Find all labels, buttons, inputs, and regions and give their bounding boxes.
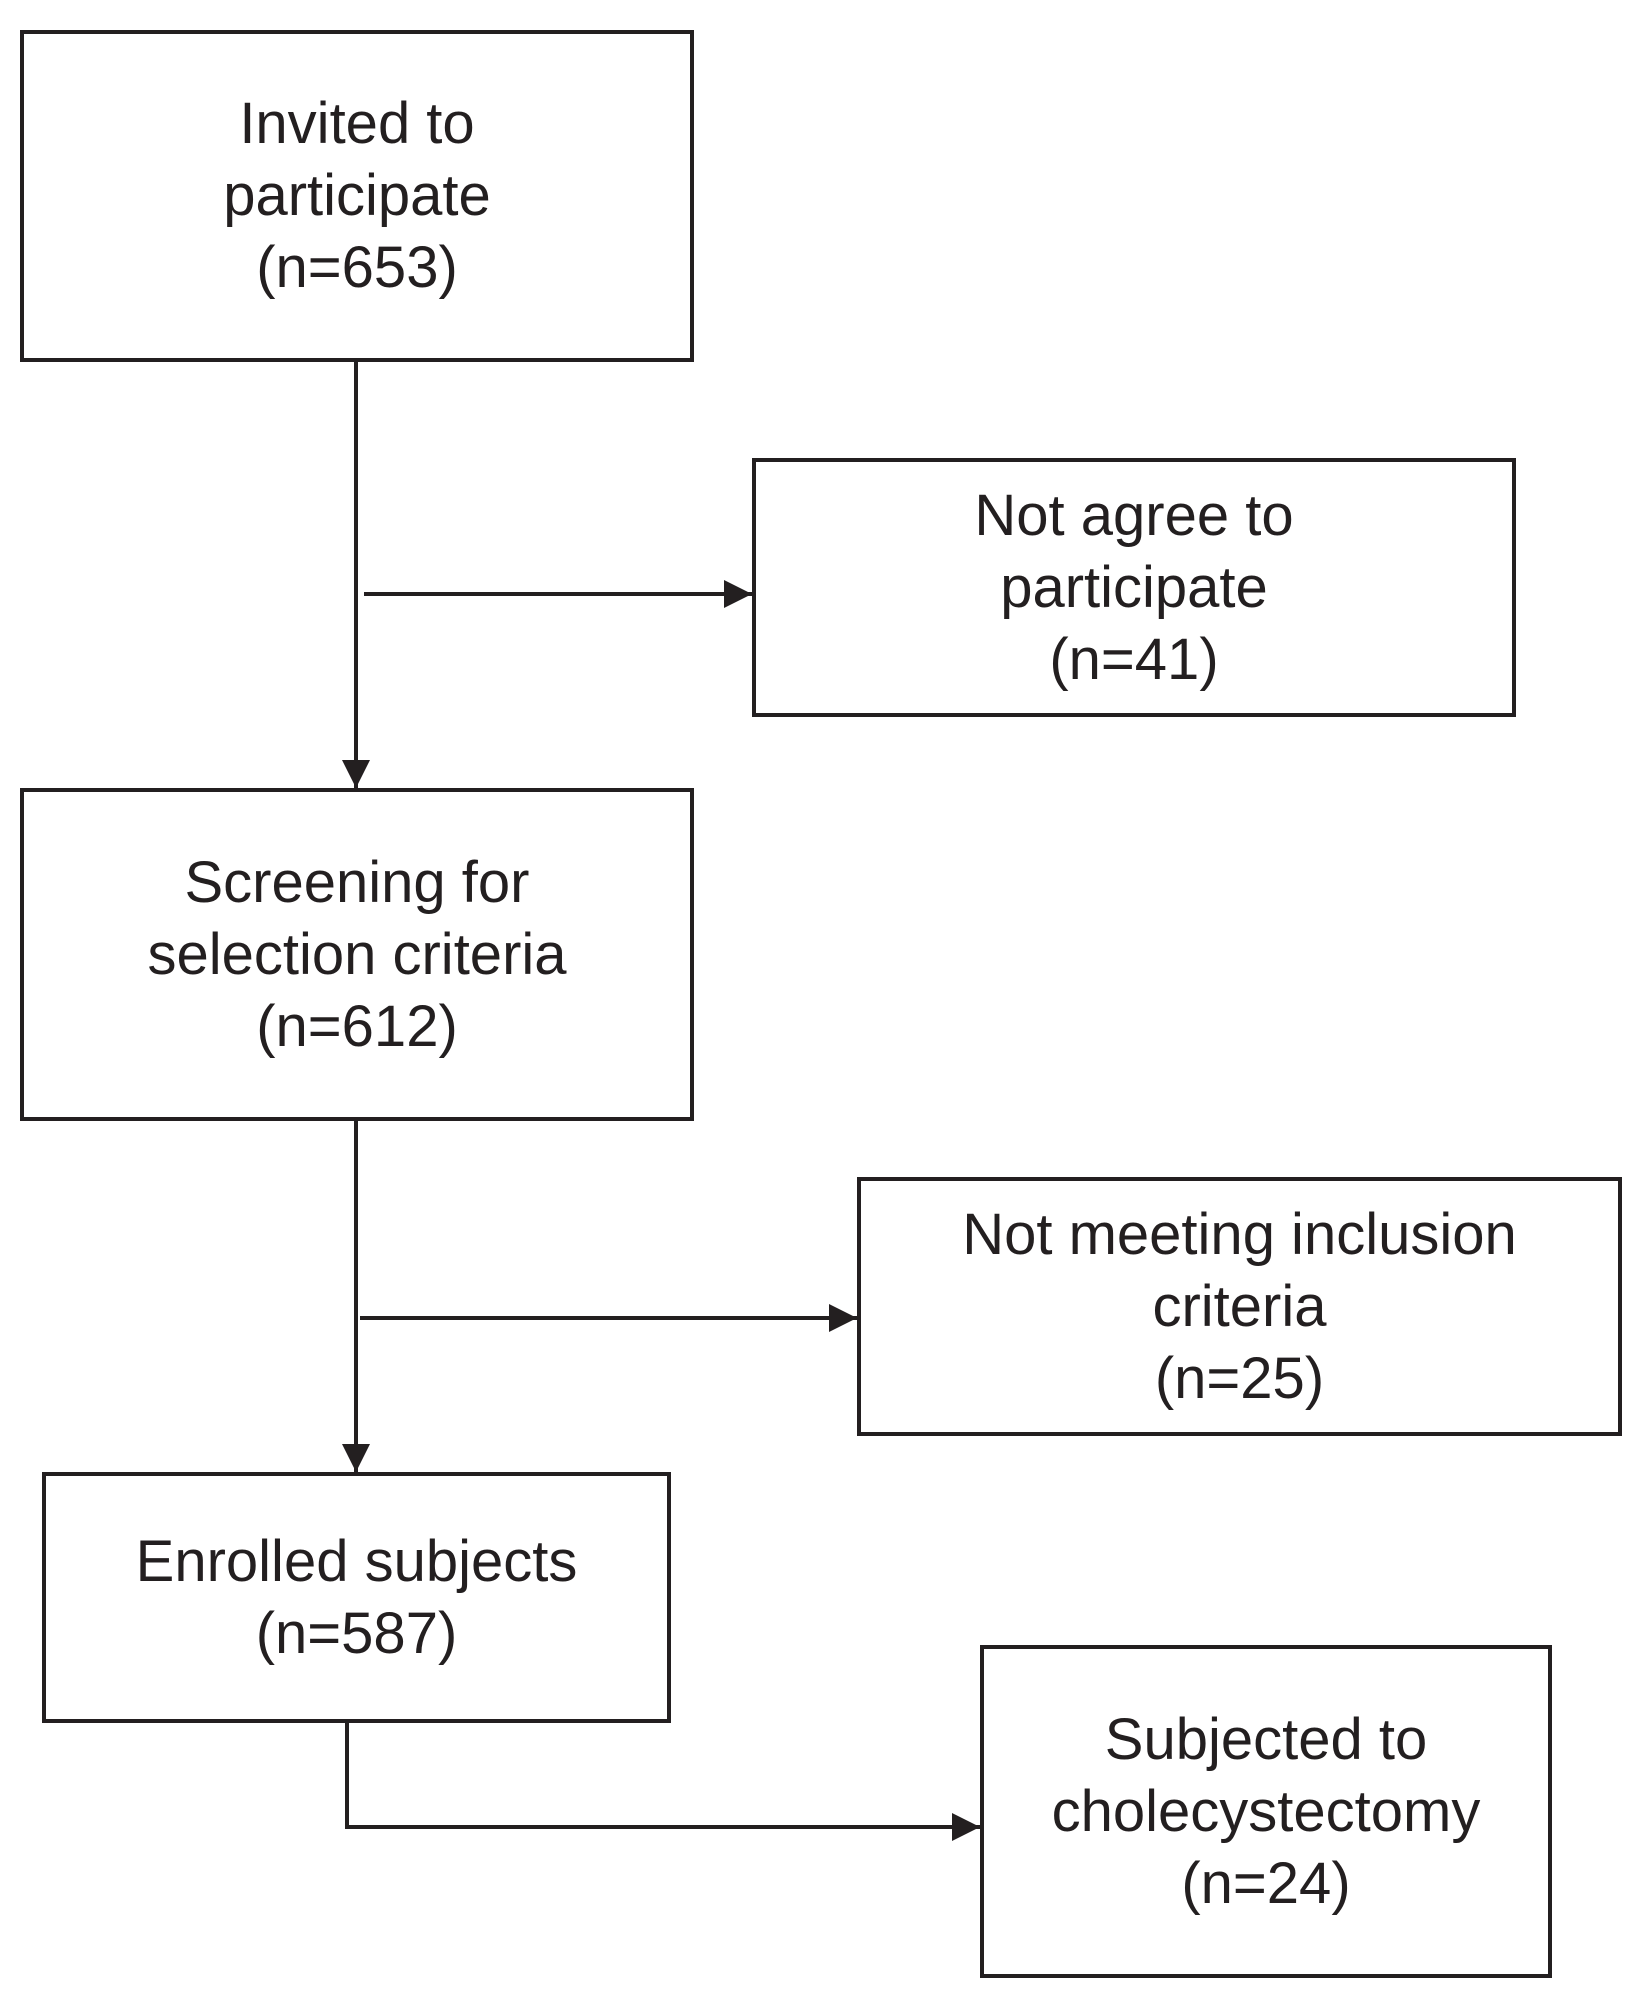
box-not-meeting-line-2: criteria (1152, 1273, 1327, 1339)
box-screening-line-2: selection criteria (147, 921, 567, 987)
box-cholecystectomy-count: (n=24) (1181, 1850, 1351, 1916)
box-cholecystectomy-line-2: cholecystectomy (1051, 1778, 1481, 1844)
box-screening-line-1: Screening for (184, 849, 530, 915)
box-not-agree-line-2: participate (1000, 554, 1268, 620)
box-not-meeting-inclusion-criteria: Not meeting inclusion criteria (n=25) (857, 1177, 1622, 1436)
box-enrolled-count: (n=587) (255, 1600, 458, 1666)
box-screening-for-selection-criteria: Screening for selection criteria (n=612) (20, 788, 694, 1121)
box-screening-count: (n=612) (256, 993, 458, 1059)
box-cholecystectomy-line-1: Subjected to (1104, 1706, 1428, 1772)
box-not-agree-line-1: Not agree to (974, 482, 1294, 548)
box-not-meeting-line-1: Not meeting inclusion (962, 1201, 1517, 1267)
box-subjected-to-cholecystectomy: Subjected to cholecystectomy (n=24) (980, 1645, 1552, 1978)
arrow-enrolled-to-cholecystectomy (345, 1723, 980, 1841)
box-invited-line-1: Invited to (239, 91, 475, 156)
box-enrolled-subjects: Enrolled subjects (n=587) (42, 1472, 671, 1723)
box-not-agree-count: (n=41) (1049, 626, 1219, 692)
box-invited-to-participate: Invited to participate (n=653) (20, 30, 694, 362)
box-not-meeting-count: (n=25) (1154, 1345, 1325, 1411)
box-not-agree-to-participate: Not agree to participate (n=41) (752, 458, 1516, 717)
box-enrolled-line-1: Enrolled subjects (135, 1528, 578, 1594)
box-invited-line-2: participate (223, 163, 491, 228)
box-invited-count: (n=653) (256, 235, 458, 300)
